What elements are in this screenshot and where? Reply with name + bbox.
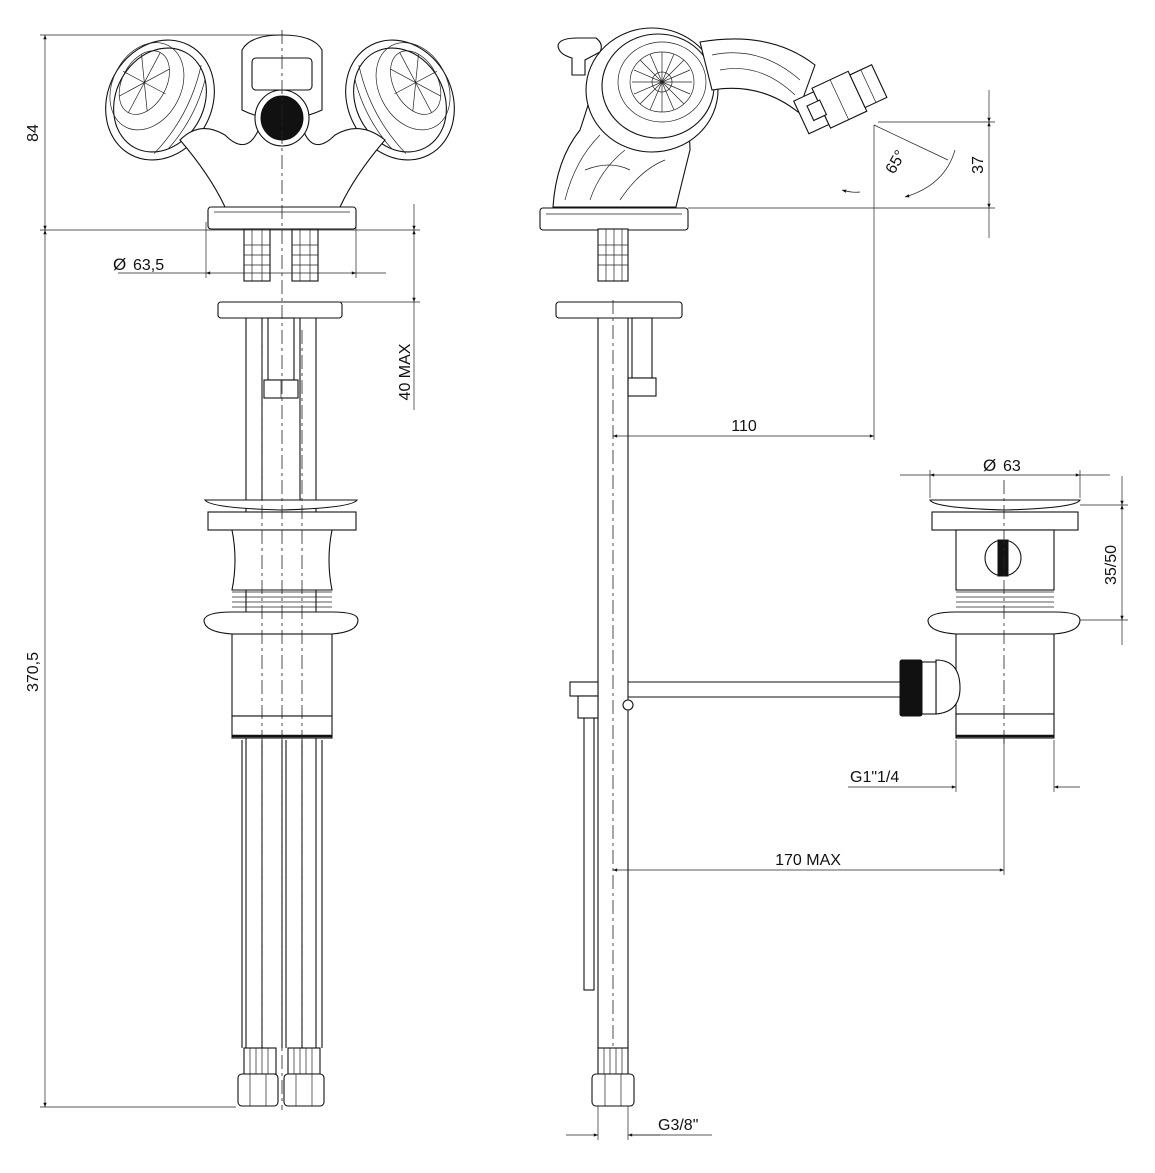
waste-detail bbox=[899, 480, 1081, 745]
side-base bbox=[539, 207, 689, 231]
fixing-plate bbox=[217, 301, 343, 319]
dim-waste-diameter: 63 bbox=[1003, 458, 1021, 475]
left-handle bbox=[105, 39, 215, 161]
dim-max-deck: 40 MAX bbox=[397, 343, 414, 400]
dim-waste-thread: G1"1/4 bbox=[850, 769, 899, 786]
dim-spout-height: 37 bbox=[970, 156, 987, 174]
side-spout bbox=[699, 38, 816, 113]
dim-height-total: 370,5 bbox=[25, 652, 42, 692]
dim-diameter-flange: 63,5 bbox=[133, 257, 164, 274]
front-dimensions: 84 370,5 Ø 63,5 40 MAX bbox=[25, 34, 420, 1108]
right-handle bbox=[345, 39, 455, 161]
side-handle bbox=[585, 27, 719, 153]
front-view bbox=[105, 30, 455, 1110]
side-view bbox=[539, 27, 900, 1107]
dim-angle: 65° bbox=[883, 148, 910, 177]
center-nozzle bbox=[241, 34, 323, 147]
dim-height-top: 84 bbox=[25, 124, 42, 142]
dim-pull-rod: 170 MAX bbox=[775, 852, 841, 869]
dim-waste-height: 35/50 bbox=[1103, 545, 1120, 585]
dim-spout-reach: 110 bbox=[731, 418, 757, 435]
waste-dimensions: Ø 63 35/50 G1"1/4 bbox=[848, 456, 1128, 792]
front-waste-assembly bbox=[203, 499, 359, 739]
dim-diameter-symbol: Ø bbox=[113, 255, 126, 274]
hose-end-fittings bbox=[237, 1047, 325, 1107]
side-aerator bbox=[792, 64, 888, 135]
dim-hose-thread: G3/8" bbox=[658, 1117, 698, 1134]
dim-waste-diameter-symbol: Ø bbox=[983, 456, 996, 475]
